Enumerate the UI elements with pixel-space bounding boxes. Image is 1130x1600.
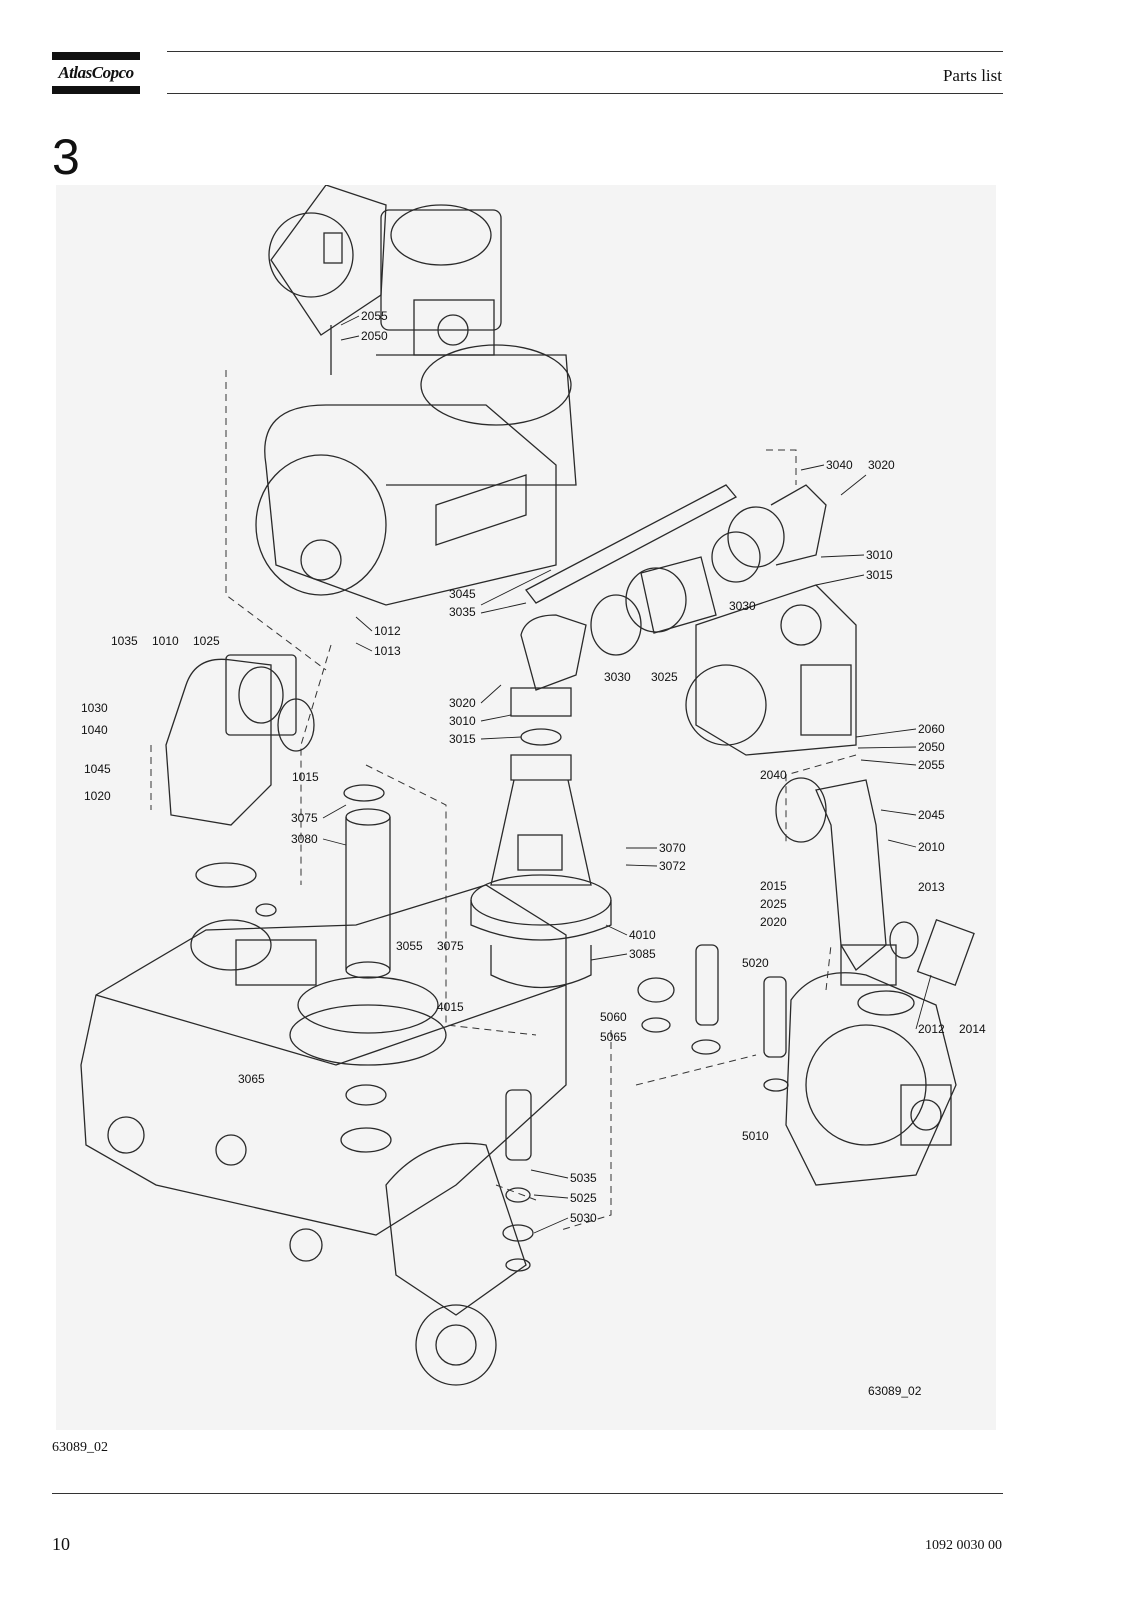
callout-2040: 2040 xyxy=(760,768,787,782)
callout-4010: 4010 xyxy=(629,928,656,942)
callout-1013: 1013 xyxy=(374,644,401,658)
callout-2045: 2045 xyxy=(918,808,945,822)
callout-3030: 3030 xyxy=(729,599,756,613)
figure-id: 63089_02 xyxy=(52,1440,108,1455)
callout-3085: 3085 xyxy=(629,947,656,961)
callout-1012: 1012 xyxy=(374,624,401,638)
callout-2010: 2010 xyxy=(918,840,945,854)
callout-3020: 3020 xyxy=(868,458,895,472)
callout-2020: 2020 xyxy=(760,915,787,929)
callout-1015: 1015 xyxy=(292,770,319,784)
assembly-dashed-lines xyxy=(150,370,857,1231)
shafts-5020 xyxy=(637,944,789,1092)
callout-5010: 5010 xyxy=(742,1129,769,1143)
callout-2013: 2013 xyxy=(918,880,945,894)
chapter-number: 3 xyxy=(52,129,80,185)
callout-5035: 5035 xyxy=(570,1171,597,1185)
callout-2015: 2015 xyxy=(760,879,787,893)
callout-3065: 3065 xyxy=(238,1072,265,1086)
callout-5020: 5020 xyxy=(742,956,769,970)
logo-bar-top xyxy=(52,52,140,60)
document-number: 1092 0030 00 xyxy=(925,1538,1002,1553)
drawing-background xyxy=(56,185,996,1430)
callout-1020: 1020 xyxy=(84,789,111,803)
callout-1040: 1040 xyxy=(81,723,108,737)
callout-2055: 2055 xyxy=(918,758,945,772)
footer-rule xyxy=(52,1493,1003,1494)
callout-labels: 2055 2050 3040 3020 3010 3015 3045 3035 3030 1012… xyxy=(81,309,986,1225)
callout-2050: 2050 xyxy=(918,740,945,754)
callout-3040: 3040 xyxy=(826,458,853,472)
callout-3025: 3025 xyxy=(651,670,678,684)
callout-5025: 5025 xyxy=(570,1191,597,1205)
drawing-svg: 2055 2050 3040 3020 3010 3015 3045 3035 3030 1012… xyxy=(56,185,996,1430)
callout-3075: 3075 xyxy=(437,939,464,953)
logo-text: AtlasCopco xyxy=(58,63,134,82)
callout-5065: 5065 xyxy=(600,1030,627,1044)
callout-3035: 3035 xyxy=(449,605,476,619)
callout-2060: 2060 xyxy=(918,722,945,736)
header-rule-bottom xyxy=(167,93,1003,94)
callout-3015: 3015 xyxy=(449,732,476,746)
callout-3010: 3010 xyxy=(866,548,893,562)
callout-3070: 3070 xyxy=(659,841,686,855)
discharge-elbow-right xyxy=(590,484,827,656)
callout-1030: 1030 xyxy=(81,701,108,715)
callout-2012: 2012 xyxy=(918,1022,945,1036)
drawing-reference: 63089_02 xyxy=(868,1384,922,1398)
exploded-parts-drawing: 2055 2050 3040 3020 3010 3015 3045 3035 3030 1012… xyxy=(56,185,996,1430)
callout-1045: 1045 xyxy=(84,762,111,776)
page-number: 10 xyxy=(52,1534,70,1554)
header-rule-top xyxy=(167,51,1003,52)
shaft-5035 xyxy=(502,1089,534,1272)
callout-5060: 5060 xyxy=(600,1010,627,1024)
logo-bar-bottom xyxy=(52,86,140,94)
callout-3045: 3045 xyxy=(449,587,476,601)
callout-1025: 1025 xyxy=(193,634,220,648)
callout-3080: 3080 xyxy=(291,832,318,846)
callout-3010: 3010 xyxy=(449,714,476,728)
callout-3075: 3075 xyxy=(291,811,318,825)
callout-1035: 1035 xyxy=(111,634,138,648)
callout-3030: 3030 xyxy=(604,670,631,684)
compressor-element xyxy=(255,344,577,606)
callout-2025: 2025 xyxy=(760,897,787,911)
callout-1010: 1010 xyxy=(152,634,179,648)
callout-3072: 3072 xyxy=(659,859,686,873)
separator-cone xyxy=(470,614,612,989)
callout-2050: 2050 xyxy=(361,329,388,343)
callout-3055: 3055 xyxy=(396,939,423,953)
tube-3080 xyxy=(343,784,391,979)
callout-3015: 3015 xyxy=(866,568,893,582)
callout-2014: 2014 xyxy=(959,1022,986,1036)
callout-5030: 5030 xyxy=(570,1211,597,1225)
callout-leader-lines xyxy=(322,315,932,1234)
callout-4015: 4015 xyxy=(437,1000,464,1014)
outlet-housing xyxy=(785,972,957,1186)
atlas-copco-logo: AtlasCopco xyxy=(52,52,140,94)
section-title: Parts list xyxy=(942,66,1002,85)
bracket-bar xyxy=(525,484,738,604)
callout-3020: 3020 xyxy=(449,696,476,710)
pipe-2010 xyxy=(775,777,975,986)
gearbox-housing xyxy=(80,884,567,1386)
elbow-1010 xyxy=(165,654,315,917)
callout-2055: 2055 xyxy=(361,309,388,323)
